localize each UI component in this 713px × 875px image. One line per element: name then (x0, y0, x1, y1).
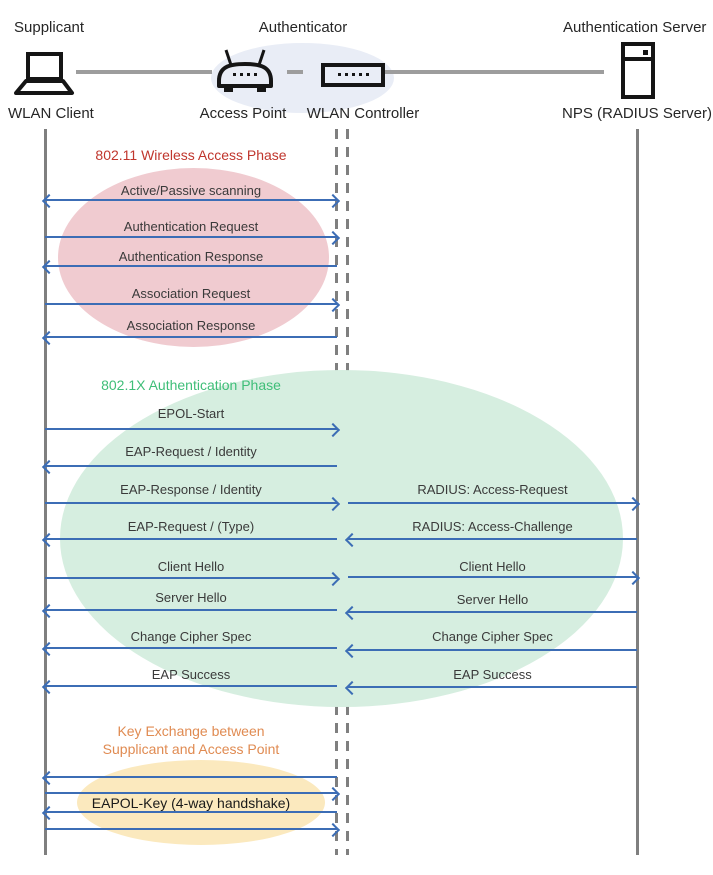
lifeline-wlan-client (44, 129, 47, 855)
connector-line-middle (287, 70, 303, 74)
phase-title-wireless-access: 802.11 Wireless Access Phase (95, 147, 287, 163)
phase-title-key-exchange-line1: Key Exchange between (117, 723, 265, 739)
arrow-eap-request-identity (45, 465, 337, 467)
role-supplicant: Supplicant (14, 19, 85, 36)
message-label-association-response: Association Response (126, 318, 256, 333)
authenticator-group-ellipse (211, 43, 394, 113)
arrow-eap-success-right (348, 686, 637, 688)
wireless-router-icon (215, 48, 275, 94)
arrow-epol-start (45, 428, 337, 430)
message-label-authentication-request: Authentication Request (123, 219, 259, 234)
role-authenticator: Authenticator (258, 19, 348, 36)
message-label-radius-access-challenge: RADIUS: Access-Challenge (412, 519, 573, 534)
label-access-point: Access Point (199, 105, 287, 122)
arrow-association-request (45, 303, 337, 305)
arrow-eapol-key-3 (45, 811, 337, 813)
arrow-eap-request-type (45, 538, 337, 540)
arrow-eapol-key-1 (45, 776, 337, 778)
message-label-association-request: Association Request (131, 286, 251, 301)
message-label-eap-request-identity: EAP-Request / Identity (125, 444, 257, 459)
label-nps-radius-server: NPS (RADIUS Server) (561, 105, 713, 122)
message-label-eapol-key-handshake: EAPOL-Key (4-way handshake) (91, 795, 291, 811)
controller-box-icon (321, 63, 385, 87)
connector-line-right (384, 70, 604, 74)
arrow-change-cipher-spec-left (45, 647, 337, 649)
arrow-eapol-key-4 (45, 828, 337, 830)
label-wlan-client: WLAN Client (8, 105, 94, 122)
message-label-eap-response-identity: EAP-Response / Identity (120, 482, 262, 497)
message-label-eap-request-type: EAP-Request / (Type) (127, 519, 255, 534)
message-label-client-hello-right: Client Hello (459, 559, 526, 574)
arrow-server-hello-left (45, 609, 337, 611)
message-label-eap-success-left: EAP Success (151, 667, 231, 682)
message-label-radius-access-request: RADIUS: Access-Request (417, 482, 568, 497)
arrow-authentication-response (45, 265, 337, 267)
message-label-client-hello-left: Client Hello (157, 559, 225, 574)
phase-title-key-exchange-line2: Supplicant and Access Point (102, 741, 280, 757)
phase-ellipse-wireless-access (58, 168, 329, 347)
arrow-eapol-key-2 (45, 792, 337, 794)
message-label-authentication-response: Authentication Response (118, 249, 264, 264)
arrow-radius-access-challenge (348, 538, 637, 540)
label-wlan-controller: WLAN Controller (306, 105, 420, 122)
message-label-server-hello-right: Server Hello (456, 592, 529, 607)
role-authentication-server: Authentication Server (563, 19, 707, 36)
arrow-authentication-request (45, 236, 337, 238)
message-label-active-passive-scanning: Active/Passive scanning (120, 183, 262, 198)
arrow-client-hello-left (45, 577, 337, 579)
arrow-radius-access-request (348, 502, 637, 504)
arrow-server-hello-right (348, 611, 637, 613)
message-label-change-cipher-spec-right: Change Cipher Spec (432, 629, 553, 644)
message-label-eap-success-right: EAP Success (453, 667, 532, 682)
message-label-server-hello-left: Server Hello (155, 590, 227, 605)
phase-ellipse-key-exchange (77, 760, 325, 845)
arrow-client-hello-right (348, 576, 637, 578)
server-tower-icon (621, 42, 655, 99)
message-label-change-cipher-spec-left: Change Cipher Spec (130, 629, 252, 644)
lifeline-nps (636, 129, 639, 855)
phase-title-authentication: 802.1X Authentication Phase (101, 377, 281, 393)
arrow-active-passive-scanning (45, 199, 337, 201)
connector-line-left (76, 70, 212, 74)
arrow-eap-success-left (45, 685, 337, 687)
arrow-eap-response-identity (45, 502, 337, 504)
arrow-change-cipher-spec-right (348, 649, 637, 651)
arrow-association-response (45, 336, 337, 338)
laptop-icon (12, 51, 76, 97)
message-label-epol-start: EPOL-Start (157, 406, 225, 421)
